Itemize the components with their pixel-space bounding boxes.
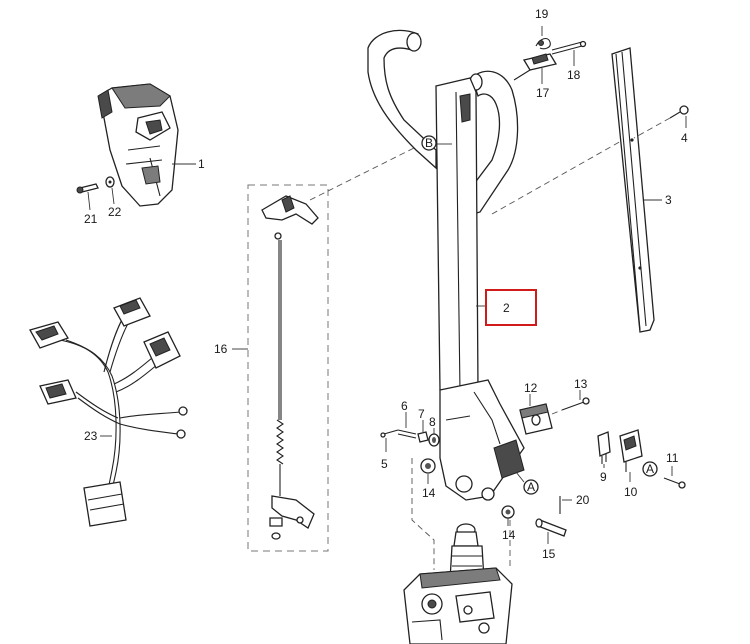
mounting-block-part[interactable] <box>519 403 553 435</box>
callout-3: 3 <box>665 193 672 207</box>
callout-21: 21 <box>84 212 98 226</box>
callout-18: 18 <box>567 68 581 82</box>
reference-marker-a-right <box>642 461 658 477</box>
callout-19: 19 <box>535 7 549 21</box>
axle-pin-part[interactable] <box>535 518 567 537</box>
callout-4: 4 <box>681 131 688 145</box>
marker-b: B <box>425 136 433 150</box>
bushing-part[interactable] <box>428 433 440 447</box>
callout-20: 20 <box>576 493 590 507</box>
spacer-part-left[interactable] <box>420 458 436 474</box>
drive-hub-assembly-part[interactable] <box>403 523 513 644</box>
callout-17: 17 <box>536 86 550 100</box>
control-head-part[interactable] <box>97 83 179 207</box>
callout-22: 22 <box>108 205 122 219</box>
top-bracket-part[interactable] <box>513 53 558 81</box>
callout-2: 2 <box>503 301 510 315</box>
clip-part[interactable] <box>535 37 551 50</box>
marker-a-right: A <box>646 462 654 476</box>
wiring-harness-part[interactable] <box>29 297 188 527</box>
callout-15: 15 <box>542 547 556 561</box>
callout-5: 5 <box>381 457 388 471</box>
callout-16: 16 <box>214 342 228 356</box>
spacer-part-right[interactable] <box>501 505 515 519</box>
pivot-pin-part[interactable] <box>380 429 399 438</box>
callout-1: 1 <box>198 157 205 171</box>
channel-rail-part[interactable] <box>611 47 655 333</box>
callout-7: 7 <box>418 407 425 421</box>
callout-10: 10 <box>624 485 638 499</box>
micro-switch-part[interactable] <box>597 431 611 464</box>
screw-part[interactable] <box>76 183 99 194</box>
callout-14-right: 14 <box>502 528 516 542</box>
rail-screw-part[interactable] <box>669 105 689 119</box>
throttle-rod-part[interactable] <box>261 195 319 540</box>
reference-marker-b <box>421 135 437 151</box>
reference-marker-a-left <box>523 479 539 495</box>
callout-11: 11 <box>666 451 679 465</box>
callout-23: 23 <box>84 429 98 443</box>
switch-bracket-part[interactable] <box>619 429 643 472</box>
washer-part[interactable] <box>105 176 115 188</box>
callout-14-left: 14 <box>422 486 436 500</box>
assembly-16-boundary <box>247 184 329 552</box>
switch-screw-part[interactable] <box>663 477 686 489</box>
block-screw-part[interactable] <box>561 397 590 411</box>
highlight-box-2 <box>485 289 537 326</box>
pin-part[interactable] <box>551 40 587 55</box>
callout-12: 12 <box>524 381 538 395</box>
callout-6: 6 <box>401 399 408 413</box>
nut-part[interactable] <box>417 431 429 443</box>
marker-a-left: A <box>527 480 535 494</box>
callout-9: 9 <box>600 470 607 484</box>
bolt-part[interactable] <box>397 429 417 439</box>
tiller-handle-part[interactable] <box>367 29 525 501</box>
callout-8: 8 <box>429 415 436 429</box>
callout-13: 13 <box>574 377 588 391</box>
